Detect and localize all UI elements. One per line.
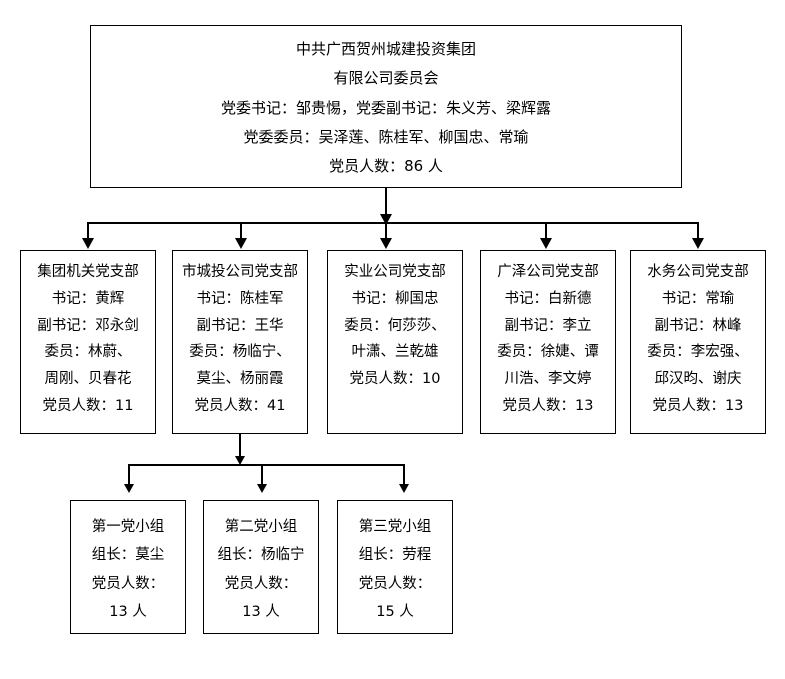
connector-branch1-stem: [239, 434, 241, 460]
branch-0-line-3: 副书记：邓永剑: [37, 317, 139, 334]
connector-branch-0-arrow: [82, 238, 94, 249]
connector-level3-bus: [128, 464, 404, 466]
branch-1-line-5: 莫尘、杨丽霞: [196, 371, 284, 388]
branch-4-line-6: 党员人数：13: [652, 398, 744, 415]
branch-2-line-4: 叶潇、兰乾雄: [351, 344, 439, 361]
group-2-line-3: 党员人数：: [358, 575, 432, 592]
group-box-third[interactable]: 第三党小组 组长：劳程 党员人数： 15 人: [337, 500, 453, 634]
branch-4-line-2: 书记：常瑜: [661, 290, 735, 307]
connector-group-1-leg: [261, 464, 263, 486]
branch-3-line-1: 广泽公司党支部: [497, 264, 599, 280]
branch-box-shichengtou[interactable]: 市城投公司党支部 书记：陈桂军 副书记：王华 委员：杨临宁、 莫尘、杨丽霞 党员…: [172, 250, 308, 434]
connector-group-2-leg: [403, 464, 405, 486]
connector-branch-2-arrow: [380, 238, 392, 249]
connector-branch-2-leg: [385, 222, 387, 242]
group-box-second[interactable]: 第二党小组 组长：杨临宁 党员人数： 13 人: [203, 500, 319, 634]
group-0-line-4: 13 人: [109, 603, 147, 620]
branch-box-jituan-jiguan[interactable]: 集团机关党支部 书记：黄辉 副书记：邓永剑 委员：林蔚、 周刚、贝春花 党员人数…: [20, 250, 156, 434]
root-line-1: 中共广西贺州城建投资集团: [295, 40, 476, 58]
branch-box-guangze[interactable]: 广泽公司党支部 书记：白新德 副书记：李立 委员：徐婕、谭 川浩、李文婷 党员人…: [480, 250, 616, 434]
branch-3-line-6: 党员人数：13: [502, 398, 594, 415]
branch-0-line-2: 书记：黄辉: [51, 290, 125, 307]
group-box-first[interactable]: 第一党小组 组长：莫尘 党员人数： 13 人: [70, 500, 186, 634]
branch-3-line-2: 书记：白新德: [504, 290, 592, 307]
group-0-line-2: 组长：莫尘: [91, 547, 165, 564]
branch-4-line-3: 副书记：林峰: [654, 317, 742, 334]
connector-group-0-leg: [128, 464, 130, 486]
branch-1-line-1: 市城投公司党支部: [182, 264, 298, 280]
branch-3-line-4: 委员：徐婕、谭: [497, 344, 599, 361]
group-2-line-2: 组长：劳程: [358, 547, 432, 564]
connector-branch-4-arrow: [692, 238, 704, 249]
connector-branch-1-arrow: [235, 238, 247, 249]
root-line-4: 党委委员：吴泽莲、陈桂军、柳国忠、常瑜: [243, 127, 529, 146]
group-1-line-2: 组长：杨临宁: [217, 547, 305, 564]
connector-group-0-arrow: [124, 484, 134, 493]
branch-2-line-1: 实业公司党支部: [344, 264, 446, 280]
connector-branch-3-arrow: [540, 238, 552, 249]
group-0-line-1: 第一党小组: [91, 519, 165, 535]
root-line-5: 党员人数：86 人: [329, 157, 443, 175]
branch-0-line-4: 委员：林蔚、: [44, 344, 132, 361]
root-line-3: 党委书记：邹贵惕，党委副书记：朱义芳、梁辉露: [220, 98, 551, 117]
connector-root-stem-arrow: [380, 214, 392, 225]
group-1-line-1: 第二党小组: [224, 519, 298, 535]
connector-group-2-arrow: [399, 484, 409, 493]
branch-box-shuiwu[interactable]: 水务公司党支部 书记：常瑜 副书记：林峰 委员：李宏强、 邱汉昀、谢庆 党员人数…: [630, 250, 766, 434]
branch-1-line-2: 书记：陈桂军: [196, 290, 284, 307]
group-1-line-4: 13 人: [242, 603, 280, 620]
group-2-line-1: 第三党小组: [358, 519, 432, 535]
branch-2-line-3: 委员：何莎莎、: [344, 317, 446, 334]
connector-branch-3-leg: [545, 222, 547, 242]
connector-branch-4-leg: [697, 222, 699, 242]
branch-2-line-2: 书记：柳国忠: [351, 290, 439, 307]
branch-3-line-3: 副书记：李立: [504, 317, 592, 334]
branch-3-line-5: 川浩、李文婷: [504, 371, 592, 388]
branch-1-line-4: 委员：杨临宁、: [189, 344, 291, 361]
group-0-line-3: 党员人数：: [91, 575, 165, 592]
group-1-line-3: 党员人数：: [224, 575, 298, 592]
connector-branch1-stem-arrow: [235, 456, 245, 465]
root-committee-box[interactable]: 中共广西贺州城建投资集团 有限公司委员会 党委书记：邹贵惕，党委副书记：朱义芳、…: [90, 25, 682, 188]
branch-1-line-3: 副书记：王华: [196, 317, 284, 334]
branch-4-line-1: 水务公司党支部: [647, 264, 749, 280]
branch-box-shiye[interactable]: 实业公司党支部 书记：柳国忠 委员：何莎莎、 叶潇、兰乾雄 党员人数：10: [327, 250, 463, 434]
connector-group-1-arrow: [257, 484, 267, 493]
connector-level2-bus: [87, 222, 698, 224]
connector-root-stem: [385, 188, 387, 218]
branch-0-line-6: 党员人数：11: [42, 398, 134, 415]
branch-2-line-5: 党员人数：10: [349, 371, 441, 388]
branch-0-line-5: 周刚、贝春花: [44, 371, 132, 388]
branch-4-line-4: 委员：李宏强、: [647, 344, 749, 361]
group-2-line-4: 15 人: [376, 603, 414, 620]
branch-0-line-1: 集团机关党支部: [37, 264, 139, 280]
branch-4-line-5: 邱汉昀、谢庆: [654, 371, 742, 388]
connector-branch-0-leg: [87, 222, 89, 242]
branch-1-line-6: 党员人数：41: [194, 398, 286, 415]
root-line-2: 有限公司委员会: [333, 69, 439, 88]
connector-branch-1-leg: [240, 222, 242, 242]
